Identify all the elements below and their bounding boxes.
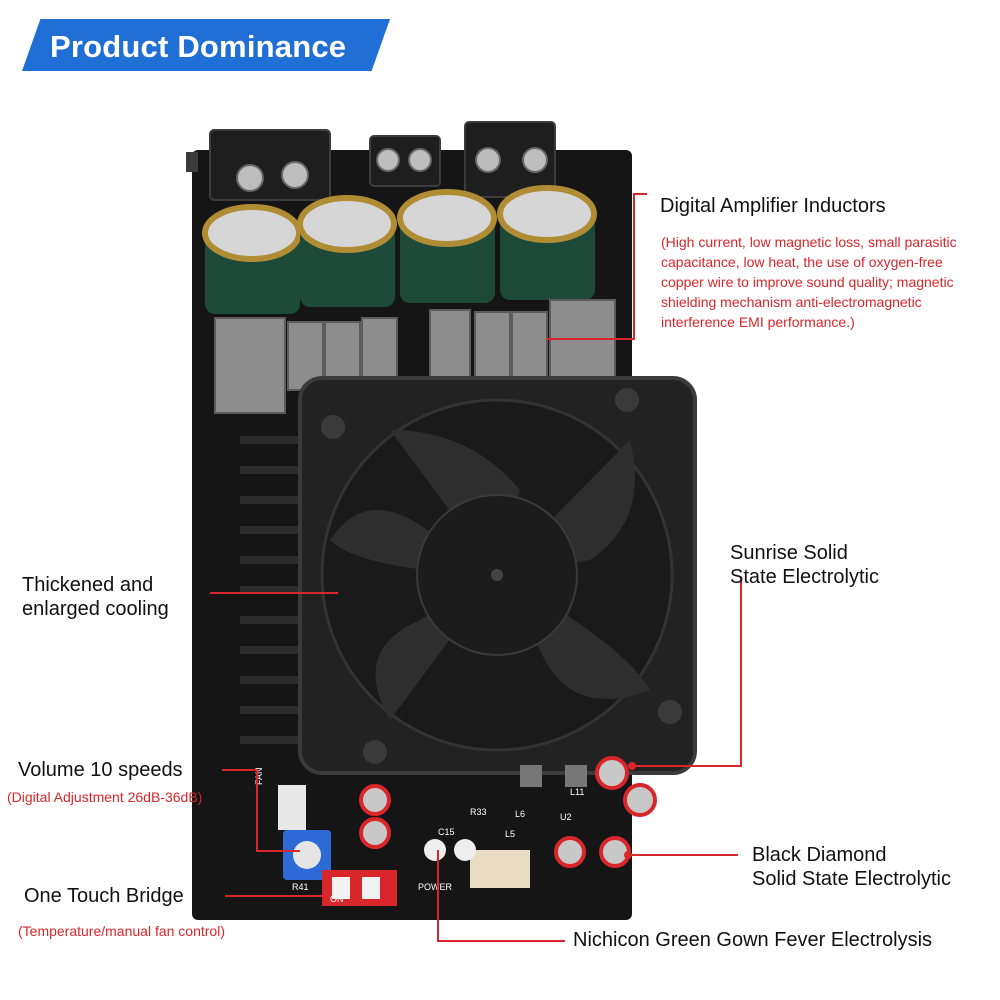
power-silkscreen: POWER bbox=[418, 882, 453, 892]
inductors-description: (High current, low magnetic loss, small … bbox=[661, 234, 957, 330]
cooling-fan bbox=[298, 376, 697, 775]
c15-silkscreen: C15 bbox=[438, 827, 455, 837]
bridge-leader bbox=[225, 895, 325, 897]
nichicon-title: Nichicon Green Gown Fever Electrolysis bbox=[573, 929, 933, 951]
bottom-components bbox=[278, 756, 657, 906]
bridge-note: (Temperature/manual fan control) bbox=[18, 923, 225, 939]
volume-title: Volume 10 speeds bbox=[18, 759, 183, 781]
sunrise-label-line1: Sunrise Solid bbox=[730, 542, 848, 564]
inductors-leader-top bbox=[633, 193, 647, 195]
l5-silkscreen: L5 bbox=[505, 829, 515, 839]
main-capacitors bbox=[202, 185, 597, 314]
volume-note: (Digital Adjustment 26dB-36dB) bbox=[7, 789, 203, 805]
r41-silkscreen: R41 bbox=[292, 882, 309, 892]
inductors-leader-v bbox=[633, 193, 635, 340]
bridge-title: One Touch Bridge bbox=[24, 885, 184, 907]
sunrise-leader-h bbox=[632, 765, 742, 767]
terminal-screws bbox=[236, 147, 548, 192]
cooling-leader bbox=[210, 592, 338, 594]
sunrise-label-line2: State Electrolytic bbox=[730, 566, 879, 588]
title-banner bbox=[22, 19, 390, 71]
heatsink bbox=[240, 436, 300, 744]
cooling-label-line2: enlarged cooling bbox=[22, 598, 169, 620]
volume-leader-h2 bbox=[256, 850, 300, 852]
on-silkscreen: ON bbox=[330, 894, 344, 904]
nichicon-leader-v bbox=[437, 850, 439, 942]
fan-silkscreen: FAN bbox=[254, 767, 264, 785]
sunrise-leader-v bbox=[740, 577, 742, 767]
u2-silkscreen: U2 bbox=[560, 812, 572, 822]
nichicon-leader-h bbox=[437, 940, 565, 942]
cooling-label-line1: Thickened and bbox=[22, 574, 154, 596]
volume-leader-h bbox=[222, 769, 258, 771]
black-diamond-leader bbox=[628, 854, 738, 856]
sunrise-marker bbox=[628, 762, 636, 770]
inductors-leader-h bbox=[546, 338, 634, 340]
black-diamond-label-line1: Black Diamond bbox=[752, 844, 887, 866]
black-diamond-label-line2: Solid State Electrolytic bbox=[752, 868, 951, 890]
inductors-title: Digital Amplifier Inductors bbox=[660, 195, 886, 217]
volume-leader-v bbox=[256, 769, 258, 852]
l11-silkscreen: L11 bbox=[570, 787, 584, 797]
black-diamond-marker bbox=[624, 851, 632, 859]
banner-title: Product Dominance bbox=[50, 29, 347, 64]
l6-silkscreen: L6 bbox=[515, 809, 525, 819]
r33-silkscreen: R33 bbox=[470, 807, 487, 817]
